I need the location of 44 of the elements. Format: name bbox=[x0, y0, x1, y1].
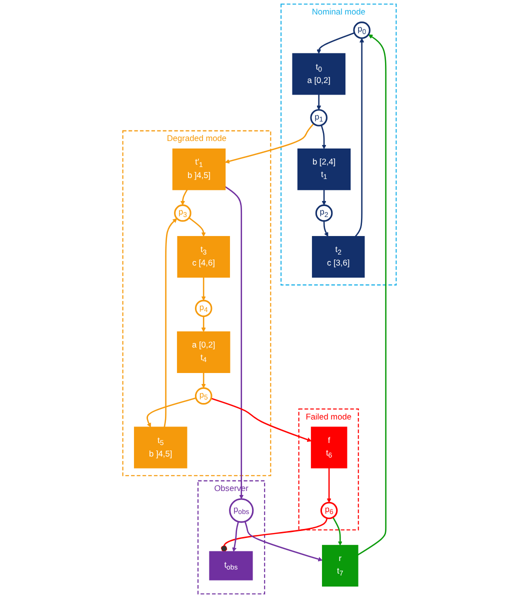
cluster bbox=[298, 408, 359, 530]
node-box bbox=[172, 148, 226, 190]
node-box bbox=[177, 236, 230, 278]
node-circle bbox=[310, 109, 328, 126]
arrow bbox=[210, 398, 312, 442]
arrow bbox=[322, 190, 326, 206]
node-circle bbox=[174, 204, 192, 222]
node-box bbox=[209, 551, 253, 580]
node-box bbox=[297, 148, 351, 190]
arrow bbox=[354, 38, 364, 237]
arrow bbox=[201, 372, 206, 388]
node-circle bbox=[353, 22, 370, 39]
node-circle bbox=[229, 498, 254, 523]
cluster bbox=[122, 130, 272, 476]
node-box bbox=[322, 544, 358, 587]
arrow bbox=[188, 217, 206, 237]
arrow bbox=[332, 517, 342, 546]
node-circle bbox=[194, 387, 212, 405]
node-box bbox=[292, 53, 346, 95]
arrow bbox=[326, 468, 332, 503]
arrow bbox=[232, 522, 239, 552]
node-circle bbox=[194, 300, 212, 318]
node-box bbox=[176, 331, 230, 373]
node-circle bbox=[315, 204, 333, 222]
arrow bbox=[316, 94, 322, 110]
arrow bbox=[201, 316, 206, 332]
arrow bbox=[323, 220, 328, 237]
arrow bbox=[164, 218, 178, 428]
arrow bbox=[224, 123, 314, 164]
node-box bbox=[134, 426, 188, 468]
arrow bbox=[180, 189, 188, 206]
node-box bbox=[312, 236, 365, 278]
connector bbox=[220, 518, 328, 552]
node-circle bbox=[320, 502, 338, 520]
arrow bbox=[357, 34, 386, 556]
node-box bbox=[310, 426, 348, 468]
arrow bbox=[316, 32, 355, 54]
arrow bbox=[201, 277, 206, 301]
arrow bbox=[244, 521, 323, 562]
arrow bbox=[224, 186, 244, 500]
arrow bbox=[320, 125, 326, 150]
arrow bbox=[146, 397, 196, 428]
cluster bbox=[280, 4, 397, 286]
cluster bbox=[197, 480, 266, 594]
